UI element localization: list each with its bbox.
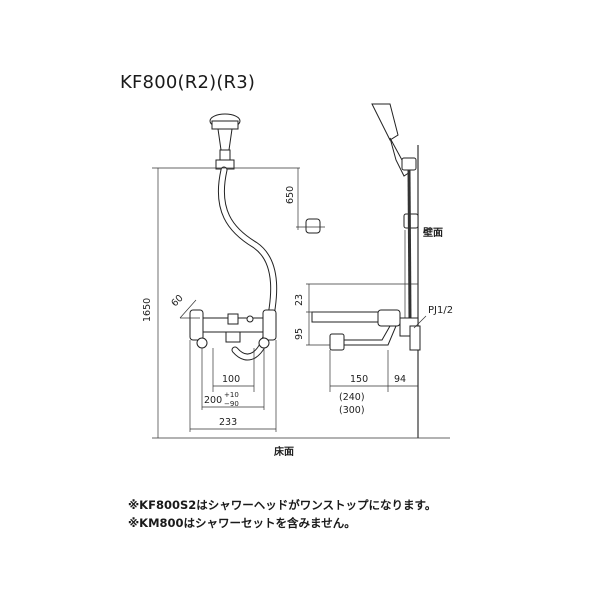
dim-150: 150	[350, 374, 368, 385]
dim-200-tol-plus: +10	[224, 391, 239, 399]
shower-hook	[296, 218, 325, 234]
dim-95: 95	[294, 328, 305, 340]
front-view: 1650 650 60 100 200 +10	[142, 113, 450, 458]
floor-label: 床面	[274, 445, 294, 458]
note-1: ※KF800S2はシャワーヘッドがワンストップになります。	[128, 498, 437, 512]
faucet-body-front	[189, 309, 277, 349]
dim-94: 94	[394, 374, 406, 385]
wall-label: 壁面	[423, 226, 443, 239]
dim-1650: 1650	[142, 298, 153, 322]
dim-240: (240)	[339, 392, 365, 403]
shower-head-front	[209, 113, 241, 170]
note-2: ※KM800はシャワーセットを含みません。	[128, 516, 356, 530]
side-view: 壁面 PJ1/2	[294, 103, 453, 438]
dim-200-tol-minus: −90	[224, 400, 239, 408]
dim-650: 650	[285, 186, 296, 204]
pipe-label: PJ1/2	[428, 305, 453, 316]
faucet-body-side	[311, 309, 421, 351]
dim-23: 23	[294, 294, 305, 306]
dim-200: 200	[204, 395, 222, 406]
dim-60: 60	[169, 293, 185, 309]
dim-100: 100	[222, 374, 240, 385]
dim-300: (300)	[339, 405, 365, 416]
dim-233: 233	[219, 417, 237, 428]
shower-head-side	[371, 103, 419, 229]
notes: ※KF800S2はシャワーヘッドがワンストップになります。 ※KM800はシャワ…	[128, 496, 436, 532]
model-title: KF800(R2)(R3)	[120, 72, 256, 93]
